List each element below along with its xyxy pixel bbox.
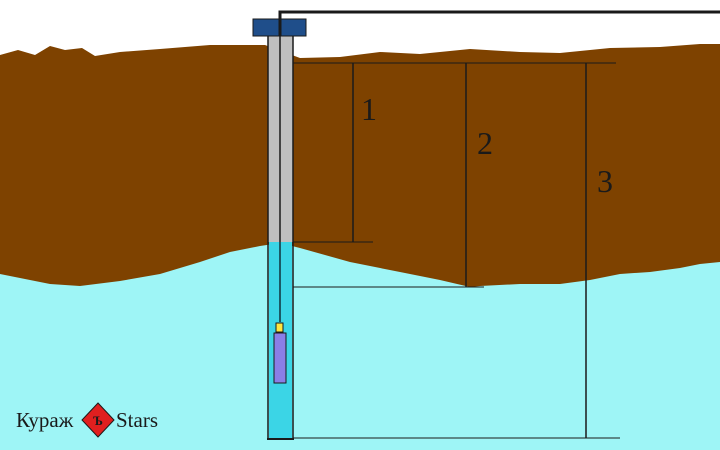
label-3: 3 bbox=[597, 163, 613, 199]
soil-layer bbox=[0, 44, 720, 287]
label-1: 1 bbox=[361, 91, 377, 127]
logo-diamond bbox=[81, 402, 115, 438]
submersible-pump bbox=[273, 332, 287, 384]
casing-wall-left bbox=[268, 36, 280, 242]
pump-cable bbox=[278, 10, 720, 36]
logo-text-right: Stars bbox=[116, 408, 158, 432]
logo-text-left: Кураж bbox=[16, 408, 74, 432]
logo-glyph: Ъ bbox=[93, 413, 103, 428]
label-2: 2 bbox=[477, 125, 493, 161]
pump-connector bbox=[275, 322, 284, 333]
casing-wall-right bbox=[280, 36, 293, 242]
logo: Кураж Ъ Stars bbox=[16, 402, 158, 438]
